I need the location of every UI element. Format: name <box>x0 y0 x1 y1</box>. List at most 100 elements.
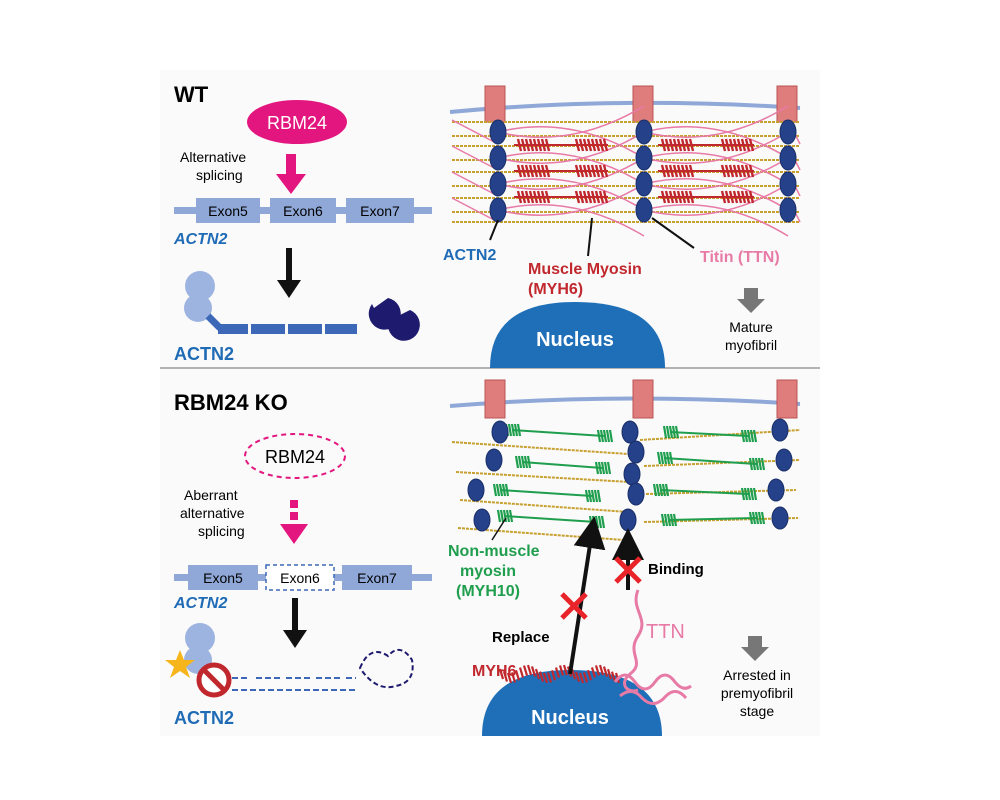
ko-nm-label-3: (MYH10) <box>456 583 520 600</box>
wt-outcome-line2: myofibril <box>725 337 777 353</box>
nonmuscle-myosin-head <box>674 425 680 439</box>
wt-rbm24-label: RBM24 <box>267 113 327 133</box>
nonmuscle-myosin-filament <box>499 489 593 497</box>
myh6-head <box>510 672 517 683</box>
titin-filament <box>497 152 645 185</box>
nonmuscle-myosin-head <box>740 429 746 443</box>
ko-costamere-2 <box>632 379 654 419</box>
myh6-head <box>602 666 609 677</box>
nonmuscle-myosin-head <box>665 425 671 439</box>
myh6-head <box>598 664 605 676</box>
ko-exon6-label: Exon6 <box>280 570 320 586</box>
wt-splice-arrow-head <box>276 174 306 194</box>
ko-title: RBM24 KO <box>174 390 288 415</box>
nonmuscle-myosin-head <box>668 425 674 439</box>
nonmuscle-myosin-head <box>652 483 658 497</box>
nonmuscle-myosin-head <box>662 451 668 465</box>
wt-splicing-line1: Alternative <box>180 149 246 165</box>
myosin-head <box>598 190 605 204</box>
titin-filament <box>451 197 499 223</box>
myosin-head <box>720 190 727 204</box>
myosin-head <box>536 190 543 204</box>
ko-nm-label-1: Non-muscle <box>448 543 540 560</box>
nonmuscle-myosin-head <box>664 483 670 497</box>
z-disc-actn2 <box>779 197 797 223</box>
myosin-head <box>668 138 675 152</box>
ko-right-panel: Non-muscle myosin (MYH10) Nucleus Bindin… <box>448 379 801 736</box>
nonmuscle-myosin-filament <box>667 517 757 521</box>
titin-filament <box>643 204 789 237</box>
myosin-head <box>578 164 585 178</box>
nonmuscle-myosin-filament <box>503 515 597 523</box>
wt-outcome-arrow-shaft <box>744 288 758 300</box>
nonmuscle-myosin-head <box>752 429 758 443</box>
wt-z-discs <box>489 119 797 223</box>
wt-gene-name: ACTN2 <box>173 231 227 248</box>
z-disc-actn2 <box>489 119 507 145</box>
myosin-head <box>520 164 527 178</box>
nonmuscle-myosin-head <box>594 461 600 475</box>
nonmuscle-myosin-head <box>661 483 667 497</box>
z-body-actn2 <box>775 448 793 472</box>
nonmuscle-myosin-head <box>760 457 766 471</box>
myh6-head <box>606 668 613 680</box>
ko-replace-x-icon <box>560 592 588 620</box>
titin-filament <box>497 131 645 164</box>
myosin-head <box>732 190 739 204</box>
wt-myosin-pointer <box>587 217 593 257</box>
nonmuscle-myosin-head <box>743 487 749 501</box>
ko-arrow-dash-1 <box>290 500 298 508</box>
myosin-head <box>676 190 683 204</box>
nonmuscle-myosin-head <box>499 509 505 523</box>
figure-panel: WT RBM24 Alternative splicing Exon5 Exon… <box>160 70 820 736</box>
z-body-actn2 <box>621 420 639 444</box>
nonmuscle-myosin-head <box>514 455 520 469</box>
myh6-head <box>594 665 601 676</box>
myosin-head <box>728 138 735 152</box>
ko-exon5-label: Exon5 <box>203 570 243 586</box>
nonmuscle-myosin-head <box>600 515 606 529</box>
nonmuscle-myosin-head <box>594 515 600 529</box>
nonmuscle-myosin-head <box>591 515 597 529</box>
ko-costamere-3 <box>776 379 798 419</box>
myosin-head <box>664 190 671 204</box>
myosin-head <box>594 164 601 178</box>
nonmuscle-myosin-head <box>496 509 502 523</box>
nonmuscle-myosin-head <box>495 483 501 497</box>
ko-outcome-arrow-shaft <box>748 636 762 648</box>
z-disc-actn2 <box>779 171 797 197</box>
nonmuscle-myosin-head <box>740 487 746 501</box>
myosin-head <box>544 164 551 178</box>
myh6-head <box>542 672 549 684</box>
myosin-head <box>524 164 531 178</box>
myosin-head <box>598 138 605 152</box>
z-disc-actn2 <box>779 145 797 171</box>
nonmuscle-myosin-head <box>658 483 664 497</box>
myosin-head <box>516 164 523 178</box>
ko-down-arrow-shaft <box>292 598 298 632</box>
ko-nm-label-2: myosin <box>460 563 516 580</box>
titin-filament <box>643 157 789 190</box>
nonmuscle-myosin-head <box>666 513 672 527</box>
ko-myh6-label: MYH6 <box>472 663 517 680</box>
myosin-head <box>724 138 731 152</box>
myosin-head <box>586 138 593 152</box>
nonmuscle-myosin-head <box>672 513 678 527</box>
ko-truncated-protein <box>165 623 414 698</box>
nonmuscle-myosin-filament <box>669 431 749 437</box>
wt-actn2-pointer <box>489 219 499 241</box>
wt-costamere-2 <box>632 85 654 123</box>
myosin-head <box>516 190 523 204</box>
myosin-head <box>578 190 585 204</box>
nonmuscle-myosin-filament <box>521 461 603 469</box>
myosin-head <box>724 164 731 178</box>
actin-filament <box>459 499 629 513</box>
nonmuscle-myosin-head <box>516 423 522 437</box>
myosin-head <box>532 164 539 178</box>
nonmuscle-myosin-head <box>513 423 519 437</box>
nonmuscle-myosin-head <box>749 429 755 443</box>
wt-right-panel: ACTN2 Muscle Myosin (MYH6) Titin (TTN) N… <box>443 85 801 368</box>
ko-replace-label: Replace <box>492 629 550 646</box>
ko-ttn-label: TTN <box>646 621 685 643</box>
nonmuscle-myosin-head <box>597 515 603 529</box>
